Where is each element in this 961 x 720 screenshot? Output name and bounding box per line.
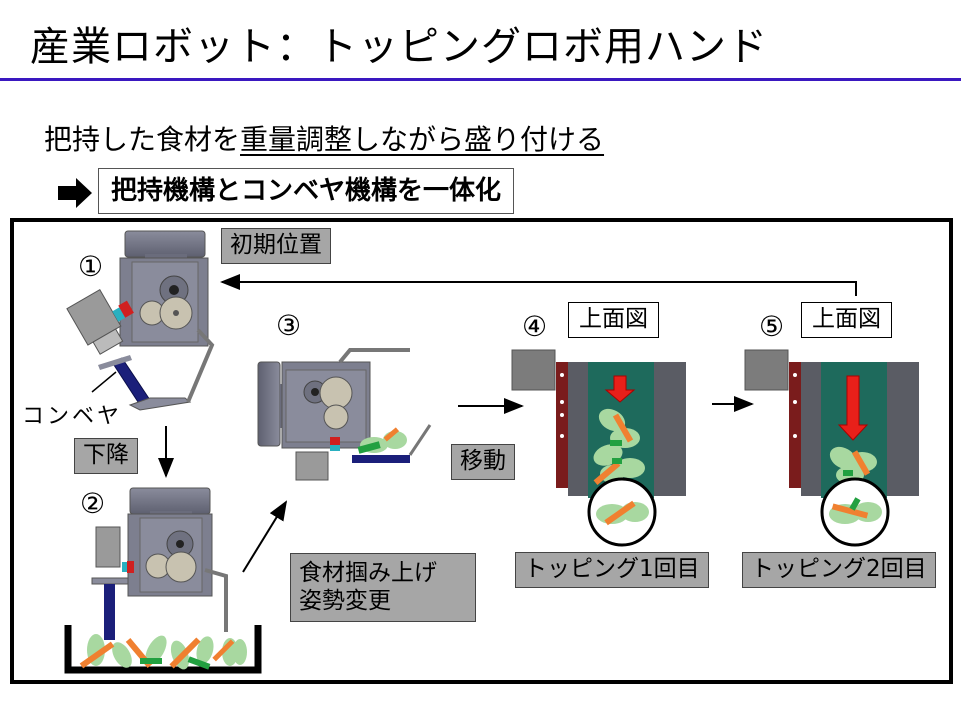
up-right-arrow (242, 500, 288, 573)
subtitle: 把持した食材を重量調整しながら盛り付ける (44, 118, 604, 158)
food-pieces (79, 634, 247, 670)
grab-posture-change-label: 食材掴み上げ 姿勢変更 (290, 553, 476, 623)
robot-hand-step-3 (257, 348, 432, 481)
initial-position-label: 初期位置 (221, 228, 331, 264)
step-5-number: ⑤ (759, 310, 785, 343)
conveyor-top-view-step-4 (511, 349, 686, 547)
grab-label-line-2: 姿勢変更 (299, 587, 391, 614)
robot-hand-step-1 (66, 230, 215, 411)
step-4-number: ④ (522, 310, 548, 343)
grab-label-line-1: 食材掴み上げ (299, 560, 437, 586)
step-3-number: ③ (276, 309, 302, 342)
robot-hand-step-2 (91, 487, 228, 640)
food-tray (64, 625, 262, 674)
title-divider (0, 78, 961, 81)
topping-1-label: トッピング1回目 (515, 552, 709, 588)
conveyor-top-view-step-5 (744, 349, 919, 547)
move-label: 移動 (451, 444, 515, 480)
step-2-number: ② (80, 487, 106, 520)
topping-2-label: トッピング2回目 (742, 552, 936, 588)
right-arrow-icon (58, 178, 92, 208)
process-diagram-frame (10, 218, 953, 684)
page-title: 産業ロボット：トッピングロボ用ハンド (30, 24, 768, 70)
descend-label: 下降 (74, 438, 138, 474)
step-1-number: ① (78, 250, 104, 283)
conveyor-pointer-line (91, 371, 117, 393)
conclusion-box: 把持機構とコンベヤ機構を一体化 (98, 168, 515, 214)
subtitle-underlined: 重量調整しながら盛り付ける (240, 123, 605, 156)
top-view-label-step-4: 上面図 (568, 302, 659, 338)
subtitle-prefix: 把持した食材を (44, 123, 241, 156)
conveyor-label: コンベヤ (22, 404, 123, 429)
top-view-label-step-5: 上面図 (801, 302, 892, 338)
return-arrow (220, 274, 857, 296)
